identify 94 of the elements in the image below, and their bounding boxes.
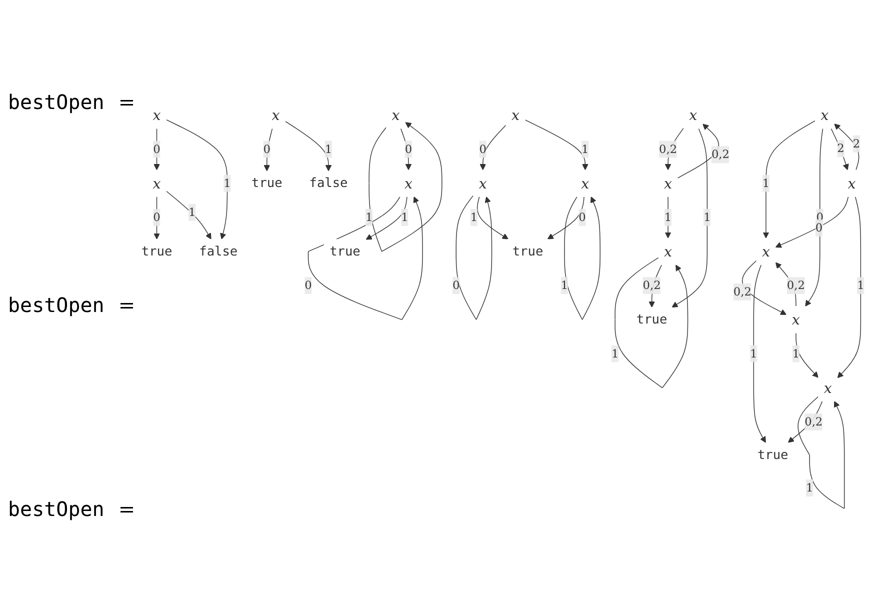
node-text: x xyxy=(511,106,520,124)
arrow xyxy=(476,196,508,240)
arrow xyxy=(830,128,849,170)
function-name: bestOpen xyxy=(8,497,104,522)
arrow xyxy=(742,260,787,316)
edge-label: 0,2 xyxy=(804,415,823,429)
arrow xyxy=(672,128,708,308)
node-text: x xyxy=(152,106,161,124)
edge-label: 0 xyxy=(263,142,271,156)
arrow xyxy=(788,401,823,444)
edge-label: 0,2 xyxy=(711,148,730,162)
edge-label: 0 xyxy=(816,210,824,224)
arrow xyxy=(648,264,662,308)
edge-label: 0,2 xyxy=(658,142,678,156)
node-text: false xyxy=(309,176,348,192)
edge-label: 1 xyxy=(324,142,332,156)
node-text: x xyxy=(824,380,832,397)
edge-label: 2 xyxy=(852,137,860,151)
arrow xyxy=(775,196,849,248)
arrow xyxy=(837,196,862,378)
node-text: x xyxy=(792,311,800,329)
edge-label: 1 xyxy=(224,176,231,190)
node-text: x xyxy=(820,106,829,124)
node-text: x xyxy=(664,243,672,260)
arrow xyxy=(366,196,408,240)
function-name: bestOpen xyxy=(8,293,104,318)
edge-label: 0 xyxy=(452,278,460,292)
edge-label: 0,2 xyxy=(786,278,805,292)
node-text: x xyxy=(689,106,698,124)
arrow xyxy=(762,120,816,239)
arrow xyxy=(480,125,506,170)
edge-label: 1 xyxy=(857,278,864,292)
node-text: x xyxy=(762,243,770,260)
arrow xyxy=(805,128,824,307)
edge-label: 1 xyxy=(401,210,408,224)
arrow xyxy=(753,264,766,444)
node-text: x xyxy=(664,175,672,192)
edge-label: 0 xyxy=(153,142,160,156)
node-text: true xyxy=(636,312,668,328)
arrow xyxy=(798,396,845,510)
edge-label: 0 xyxy=(815,221,823,235)
node-text: x xyxy=(404,175,412,192)
node-text: x xyxy=(478,175,487,192)
edge-label: 1 xyxy=(792,346,800,360)
arrow xyxy=(308,196,423,320)
arrow xyxy=(368,122,442,252)
edge-label: 1 xyxy=(582,142,589,156)
node-text: x xyxy=(152,175,161,192)
node-text: x xyxy=(392,106,400,124)
arrow xyxy=(166,120,228,240)
edge-label: 0 xyxy=(304,278,312,292)
equals-sign: = xyxy=(118,90,136,114)
edge-label: 1 xyxy=(560,278,568,292)
arrow xyxy=(775,262,796,307)
arrow xyxy=(664,128,684,170)
arrow xyxy=(524,120,588,170)
arrow xyxy=(285,121,332,172)
edge-label: 1 xyxy=(611,346,619,360)
edge-label: 1 xyxy=(664,210,672,224)
edge-label: 0 xyxy=(404,142,412,156)
edge-label: 1 xyxy=(806,481,814,495)
arrow xyxy=(614,258,688,388)
node-text: true xyxy=(757,448,788,463)
edge-label: 0,2 xyxy=(733,285,752,299)
node-text: true xyxy=(251,176,282,192)
function-name: bestOpen xyxy=(8,90,104,114)
arrow xyxy=(154,128,160,170)
edge-label: 1 xyxy=(704,210,711,224)
arrow xyxy=(796,333,818,378)
arrow xyxy=(677,124,719,179)
node-text: true xyxy=(512,244,544,260)
node-text: x xyxy=(272,106,280,124)
edge-label: 0,2 xyxy=(642,278,661,292)
edge-label: 0 xyxy=(578,210,586,224)
node-text: x xyxy=(581,175,590,192)
edge-label: 1 xyxy=(470,210,478,224)
arrow xyxy=(154,196,160,240)
arrow xyxy=(166,191,212,240)
arrow xyxy=(564,196,600,320)
edge-label: 0 xyxy=(153,210,160,224)
edge-label: 1 xyxy=(188,206,196,220)
arrow xyxy=(456,196,492,320)
arrow xyxy=(834,124,860,171)
edge-label: 1 xyxy=(762,176,770,190)
arrow xyxy=(547,196,584,240)
equals-sign: = xyxy=(118,497,136,522)
node-text: false xyxy=(199,244,238,260)
edge-label: 0 xyxy=(479,142,486,156)
edge-label: 1 xyxy=(750,346,758,360)
edge-label: 1 xyxy=(365,210,373,224)
edge-label: 2 xyxy=(837,142,844,156)
node-text: x xyxy=(848,175,856,192)
node-text: true xyxy=(141,244,172,260)
equals-sign: = xyxy=(118,293,136,318)
